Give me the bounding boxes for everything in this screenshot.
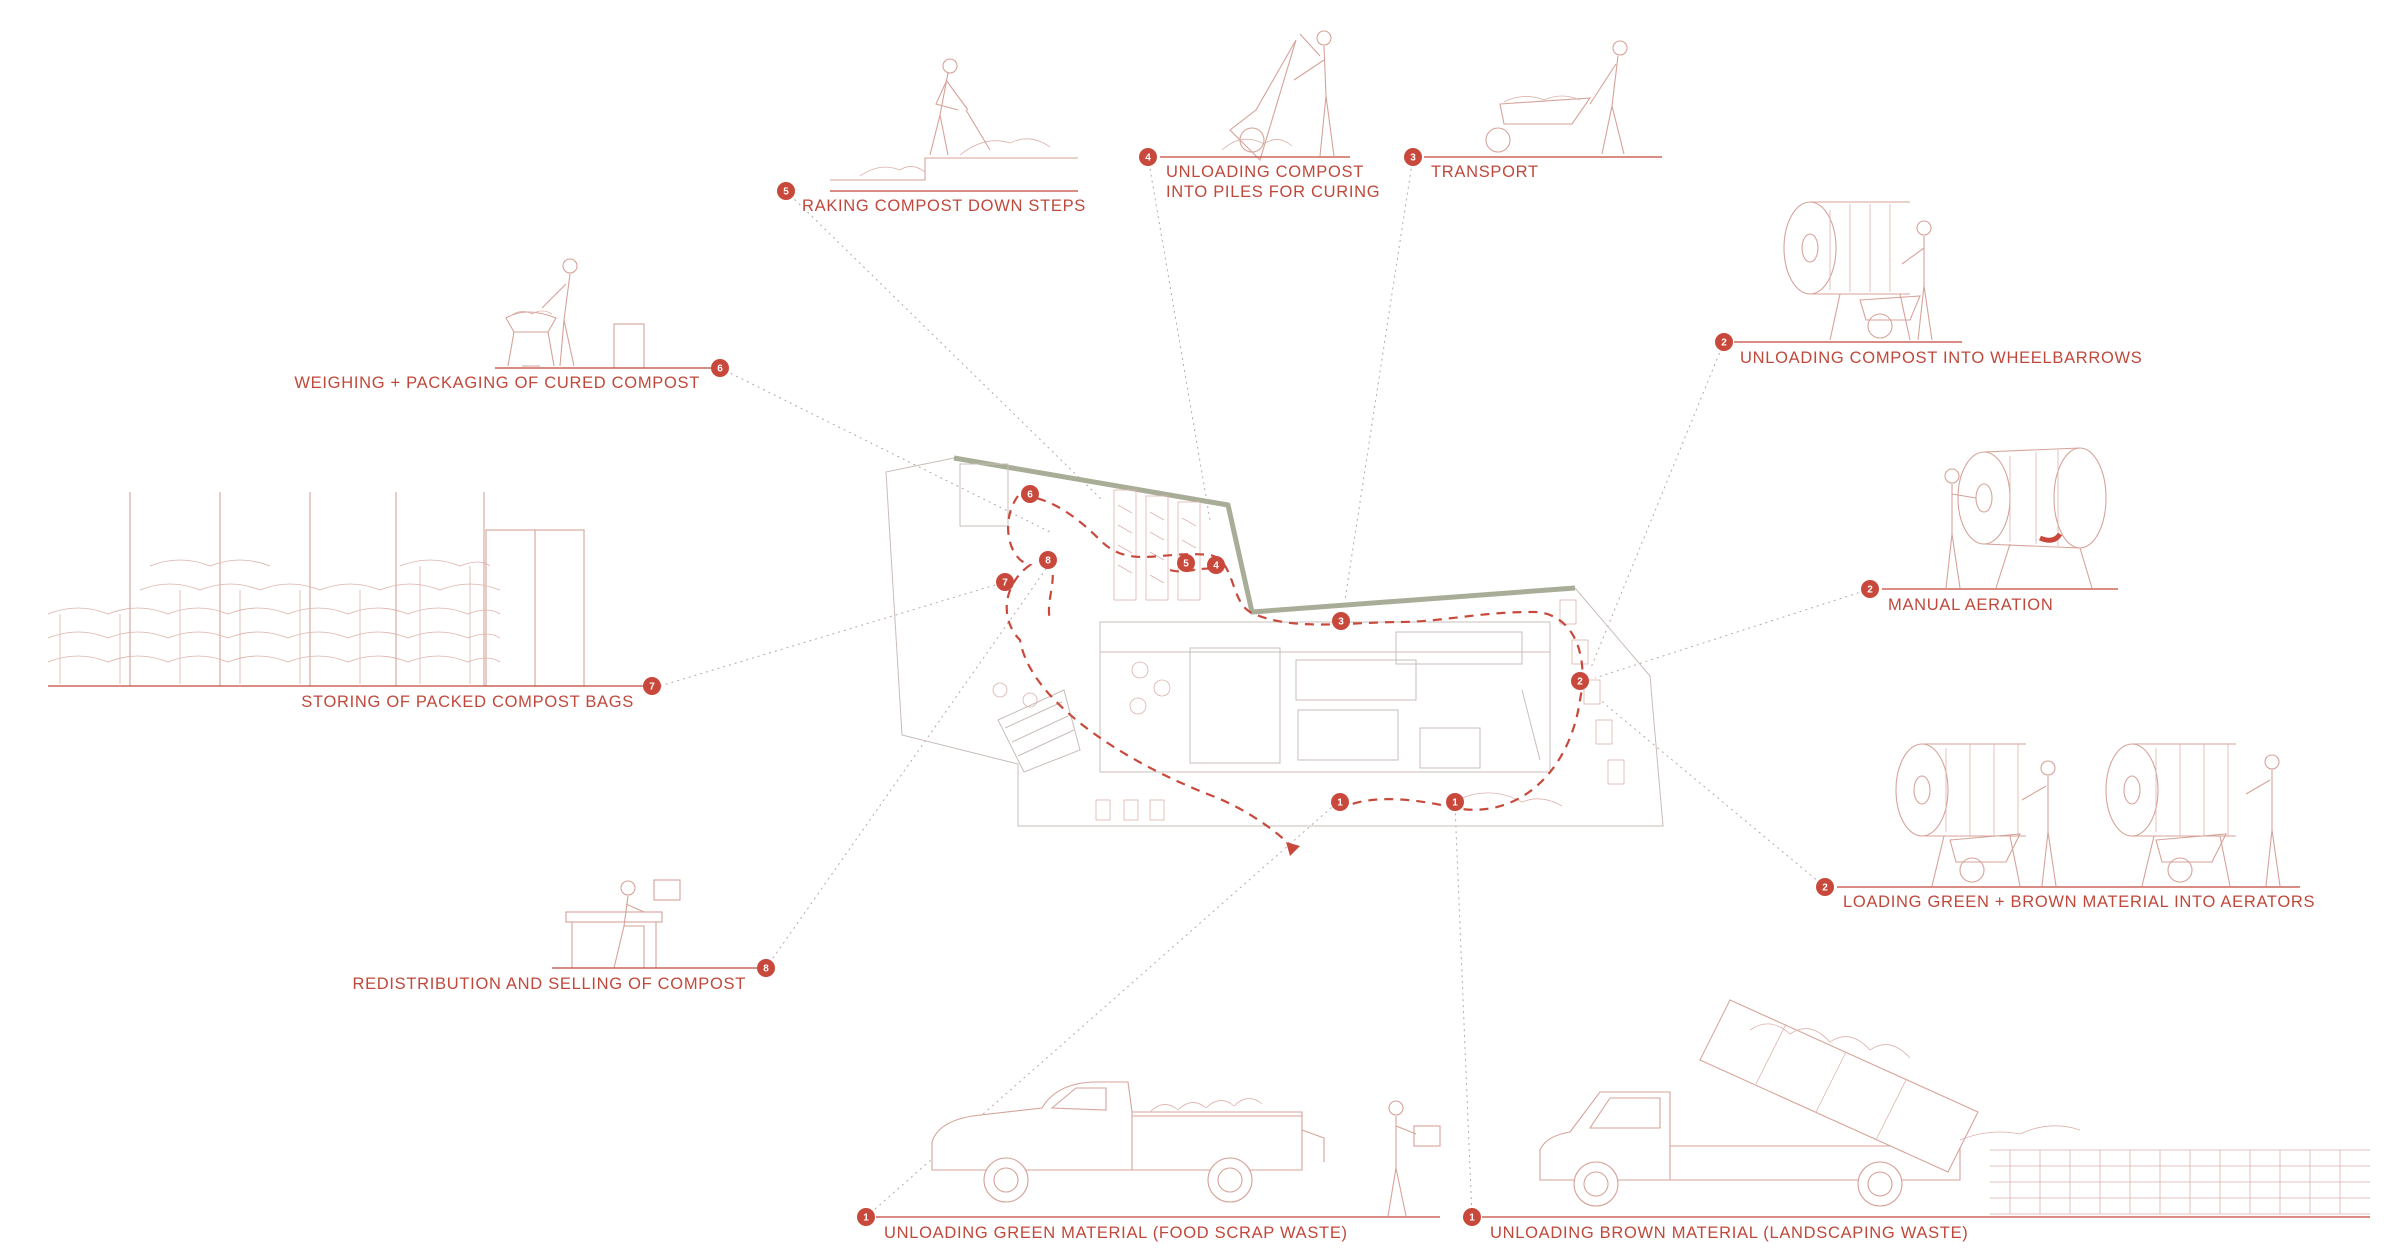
weighing-station-illustration — [506, 259, 644, 368]
raking-illustration — [830, 59, 1078, 180]
loading-aerators-illustration — [1896, 744, 2280, 886]
step-4-label-line-1: UNLOADING COMPOST — [1166, 163, 1364, 181]
drum-aerator-unloading-illustration — [1784, 202, 1932, 340]
svg-text:4: 4 — [1213, 561, 1219, 572]
step-5-badge: 5 — [777, 182, 795, 200]
plan-marker-4: 4 — [1207, 556, 1225, 574]
leader-lines — [660, 157, 1870, 1217]
step-unloading-piles: 4 UNLOADING COMPOST INTO PILES FOR CURIN… — [1139, 31, 1380, 201]
plan-marker-1-green: 1 — [1331, 793, 1349, 811]
step-2-aerators-badge: 2 — [1816, 878, 1834, 896]
plan-marker-8: 8 — [1039, 551, 1057, 569]
plan-marker-5: 5 — [1177, 554, 1195, 572]
step-1-brown-badge: 1 — [1463, 1208, 1481, 1226]
step-2-aeration-label: MANUAL AERATION — [1888, 596, 2053, 614]
svg-text:6: 6 — [717, 364, 723, 375]
sales-desk-illustration — [566, 880, 680, 968]
svg-text:4: 4 — [1145, 153, 1151, 164]
svg-text:1: 1 — [1469, 1213, 1475, 1224]
svg-text:5: 5 — [783, 187, 789, 198]
step-8-label: REDISTRIBUTION AND SELLING OF COMPOST — [352, 975, 746, 993]
svg-text:7: 7 — [1002, 578, 1008, 589]
plan-marker-1-brown: 1 — [1446, 793, 1464, 811]
step-unloading-wheelbarrows: 2 UNLOADING COMPOST INTO WHEELBARROWS — [1715, 202, 2143, 367]
step-1-brown-label: UNLOADING BROWN MATERIAL (LANDSCAPING WA… — [1490, 1224, 1968, 1242]
manual-aeration-illustration — [1945, 448, 2106, 588]
svg-text:1: 1 — [1337, 798, 1343, 809]
svg-text:2: 2 — [1721, 338, 1727, 349]
stored-bags-illustration — [48, 492, 584, 686]
step-7-badge: 7 — [643, 677, 661, 695]
step-transport: 3 TRANSPORT — [1404, 41, 1662, 181]
wheelbarrow-tipping-illustration — [1222, 31, 1334, 160]
step-green-material: 1 UNLOADING GREEN MATERIAL (FOOD SCRAP W… — [857, 1082, 1440, 1242]
pickup-truck-illustration — [932, 1082, 1440, 1216]
step-6-badge: 6 — [711, 359, 729, 377]
step-storing: 7 STORING OF PACKED COMPOST BAGS — [48, 492, 661, 711]
svg-text:2: 2 — [1822, 883, 1828, 894]
step-2-wheelbarrows-badge: 2 — [1715, 333, 1733, 351]
plan-marker-7: 7 — [996, 573, 1014, 591]
svg-text:2: 2 — [1577, 677, 1583, 688]
step-1-green-badge: 1 — [857, 1208, 875, 1226]
step-5-label: RAKING COMPOST DOWN STEPS — [802, 197, 1086, 215]
step-3-badge: 3 — [1404, 148, 1422, 166]
step-weighing: 6 WEIGHING + PACKAGING OF CURED COMPOST — [294, 259, 729, 392]
svg-text:6: 6 — [1027, 490, 1033, 501]
svg-text:7: 7 — [649, 682, 655, 693]
svg-text:8: 8 — [1045, 556, 1051, 567]
plan-marker-6: 6 — [1021, 485, 1039, 503]
svg-text:3: 3 — [1338, 617, 1344, 628]
svg-text:1: 1 — [863, 1213, 869, 1224]
svg-text:8: 8 — [763, 964, 769, 975]
step-3-label: TRANSPORT — [1431, 163, 1539, 181]
step-manual-aeration: 2 MANUAL AERATION — [1861, 448, 2118, 614]
step-brown-material: 1 UNLOADING BROWN MATERIAL (LANDSCAPING … — [1463, 1000, 2370, 1242]
svg-text:2: 2 — [1867, 585, 1873, 596]
step-1-green-label: UNLOADING GREEN MATERIAL (FOOD SCRAP WAS… — [884, 1224, 1348, 1242]
dump-truck-illustration — [1540, 1000, 2370, 1214]
step-4-label-line-2: INTO PILES FOR CURING — [1166, 183, 1380, 201]
step-4-badge: 4 — [1139, 148, 1157, 166]
plan-marker-3: 3 — [1332, 612, 1350, 630]
step-redistribution: 8 REDISTRIBUTION AND SELLING OF COMPOST — [352, 880, 775, 993]
plan-markers: 6 8 7 5 4 3 2 1 — [996, 485, 1589, 811]
step-raking: 5 RAKING COMPOST DOWN STEPS — [777, 59, 1086, 215]
plan-marker-2: 2 — [1571, 672, 1589, 690]
step-6-label: WEIGHING + PACKAGING OF CURED COMPOST — [294, 374, 700, 392]
site-plan — [886, 458, 1663, 856]
step-7-label: STORING OF PACKED COMPOST BAGS — [301, 693, 634, 711]
step-2-wheelbarrows-label: UNLOADING COMPOST INTO WHEELBARROWS — [1740, 349, 2143, 367]
step-8-badge: 8 — [757, 959, 775, 977]
step-2-aerators-label: LOADING GREEN + BROWN MATERIAL INTO AERA… — [1843, 893, 2315, 911]
step-2-aeration-badge: 2 — [1861, 580, 1879, 598]
step-loading-aerators: 2 LOADING GREEN + BROWN MATERIAL INTO AE… — [1816, 744, 2315, 911]
svg-text:5: 5 — [1183, 559, 1189, 570]
svg-text:3: 3 — [1410, 153, 1416, 164]
svg-text:1: 1 — [1452, 798, 1458, 809]
transport-wheelbarrow-illustration — [1486, 41, 1627, 154]
